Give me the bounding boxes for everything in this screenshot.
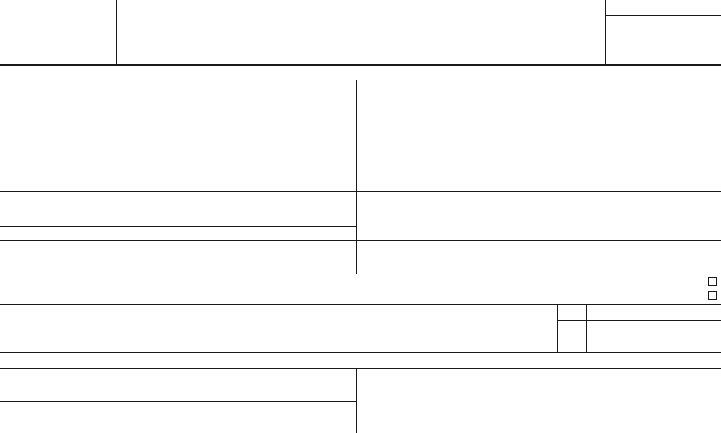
- header-right-divider: [605, 0, 606, 65]
- lower-left-row-rule: [0, 401, 357, 402]
- header-bottom-rule: [0, 64, 721, 66]
- upper-row-rule-1: [0, 191, 721, 192]
- middle-small-box-rule: [557, 320, 721, 321]
- middle-small-box-right: [586, 304, 587, 353]
- checkbox-2[interactable]: [708, 291, 717, 300]
- upper-column-divider: [356, 80, 357, 274]
- upper-row-rule-3: [0, 240, 721, 241]
- middle-top-rule: [0, 304, 721, 305]
- header-left-divider: [116, 0, 117, 65]
- checkbox-1[interactable]: [708, 277, 717, 286]
- lower-column-divider: [356, 368, 357, 433]
- middle-bottom-rule: [0, 352, 721, 353]
- header-year-rule: [605, 15, 721, 16]
- upper-left-row-rule-2: [0, 226, 357, 227]
- middle-small-box-left: [557, 304, 558, 353]
- lower-top-rule: [0, 368, 721, 369]
